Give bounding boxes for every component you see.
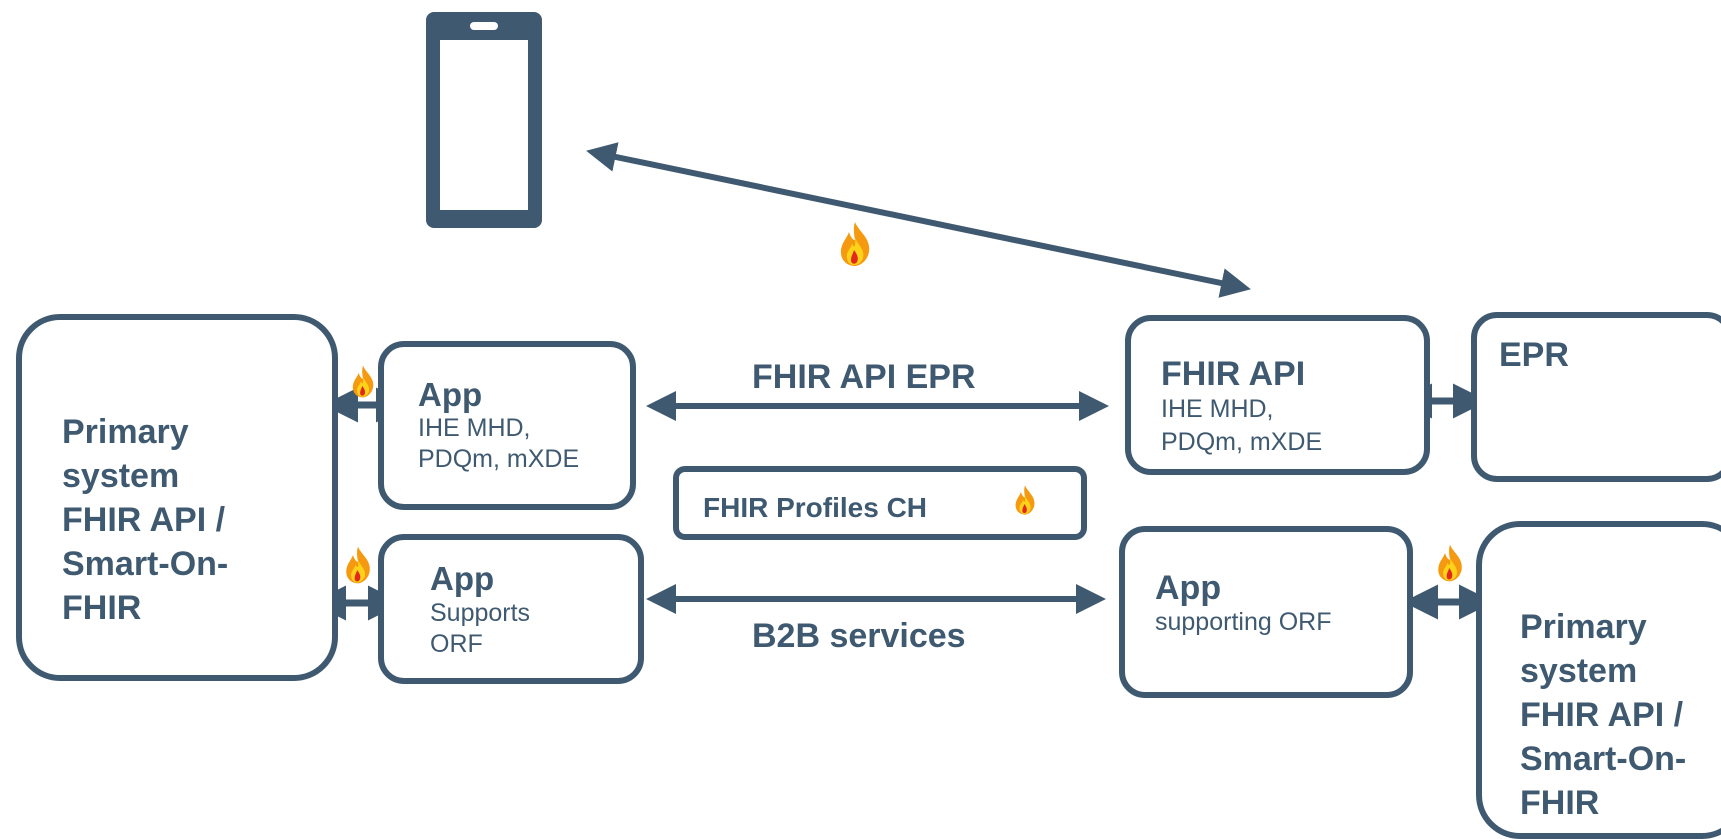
fhir-profiles-ch-title: FHIR Profiles CH: [703, 492, 928, 523]
epr-box: EPR: [1471, 312, 1721, 482]
app-right-sub: supporting ORF: [1155, 608, 1332, 636]
right-primary-line: Primary: [1520, 608, 1647, 646]
fhir-api-epr-label: FHIR API EPR: [752, 358, 976, 396]
left-primary-line: Smart-On-: [62, 545, 229, 583]
fire-icon: [350, 364, 376, 399]
app-right-box: App supporting ORF: [1119, 526, 1413, 698]
right-primary-line: FHIR: [1520, 784, 1600, 822]
right-primary-system-box: Primary system FHIR API / Smart-On- FHIR: [1476, 521, 1721, 839]
fire-icon: [1013, 483, 1037, 517]
app-orf-sub: Supports: [430, 599, 531, 627]
app-orf-sub: ORF: [430, 630, 483, 658]
app-epr-sub: IHE MHD,: [418, 414, 531, 442]
fire-icon: [1435, 542, 1465, 584]
app-epr-box: App IHE MHD, PDQm, mXDE: [378, 341, 636, 510]
right-primary-line: system: [1520, 652, 1638, 690]
left-primary-system-box: Primary system FHIR API / Smart-On- FHIR: [16, 314, 338, 681]
phone-epr-connector: [586, 142, 1251, 298]
app-epr-sub: PDQm, mXDE: [418, 445, 580, 473]
fire-icon: [343, 545, 373, 585]
fire-icon: [837, 220, 873, 268]
app-epr-title: App: [418, 376, 483, 413]
left-primary-line: FHIR API /: [62, 501, 226, 539]
epr-title: EPR: [1499, 336, 1569, 374]
app-orf-box: App Supports ORF: [378, 534, 644, 684]
smartphone-icon: [424, 10, 544, 230]
app-orf-title: App: [430, 560, 495, 597]
fhir-api-sub: PDQm, mXDE: [1161, 428, 1323, 456]
left-primary-line: Primary: [62, 413, 189, 451]
fhir-api-title: FHIR API: [1161, 355, 1306, 393]
fhir-api-sub: IHE MHD,: [1161, 395, 1274, 423]
right-primary-line: Smart-On-: [1520, 740, 1687, 778]
left-primary-line: FHIR: [62, 589, 142, 627]
b2b-services-label: B2B services: [752, 617, 966, 655]
right-primary-line: FHIR API /: [1520, 696, 1684, 734]
left-primary-line: system: [62, 457, 180, 495]
app-right-title: App: [1155, 569, 1222, 607]
fhir-api-box: FHIR API IHE MHD, PDQm, mXDE: [1125, 315, 1430, 475]
